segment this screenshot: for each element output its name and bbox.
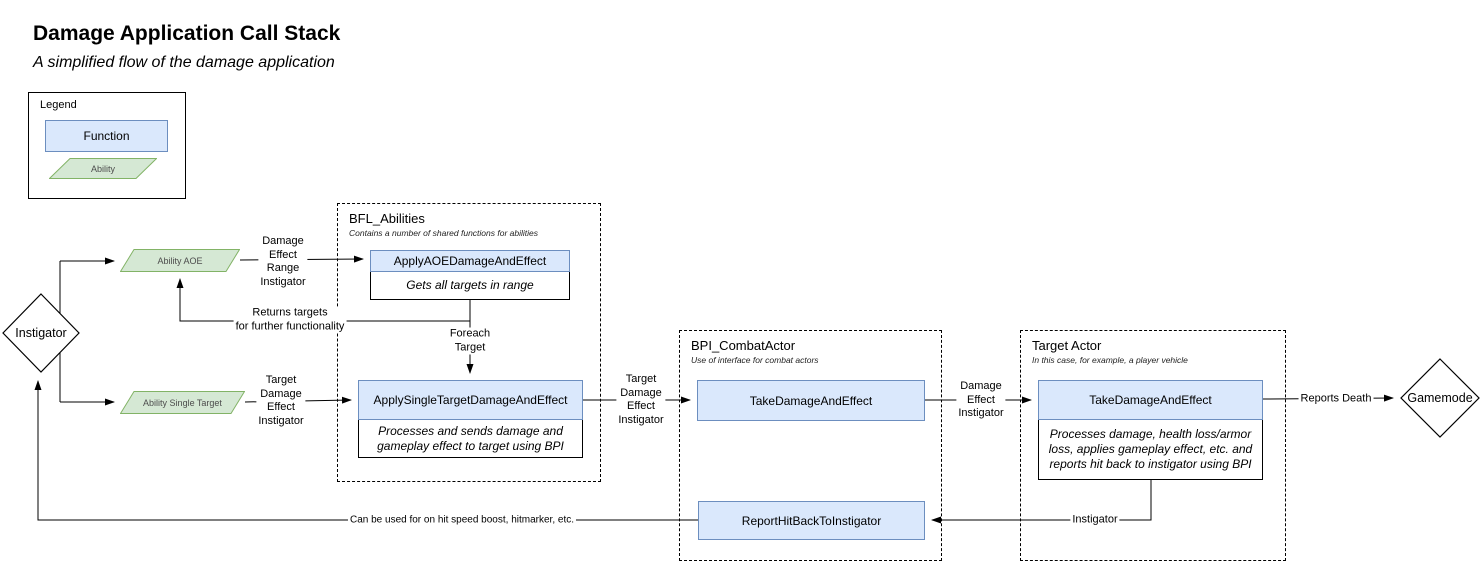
edge-label-single-params: Target Damage Effect Instigator	[256, 374, 306, 428]
edge-label-report-back-instigator: Instigator	[1070, 513, 1120, 527]
report-hit-back-title: ReportHitBackToInstigator	[698, 501, 925, 540]
container-bpi-subtitle: Use of interface for combat actors	[691, 355, 819, 365]
container-bpi-title: BPI_CombatActor	[691, 338, 796, 353]
node-report-hit-back: ReportHitBackToInstigator	[698, 501, 925, 540]
node-take-damage-bpi: TakeDamageAndEffect	[697, 380, 925, 421]
edge-label-returns-targets: Returns targets for further functionalit…	[233, 306, 347, 334]
node-apply-single-target: ApplySingleTargetDamageAndEffect Process…	[358, 380, 583, 458]
legend-function-label: Function	[83, 129, 130, 143]
container-bfl-subtitle: Contains a number of shared functions fo…	[349, 228, 538, 238]
edge-returns-targets	[176, 278, 470, 322]
edge-target-to-reporthit	[931, 480, 1152, 524]
take-damage-target-desc: Processes damage, health loss/armor loss…	[1038, 420, 1263, 480]
ability-aoe-label: Ability AOE	[157, 255, 203, 266]
apply-aoe-desc: Gets all targets in range	[370, 272, 570, 300]
diamond-shape	[2, 293, 80, 373]
legend-ability-label: Ability	[90, 163, 115, 174]
edge-label-bfl-to-bpi-params: Target Damage Effect Instigator	[616, 373, 666, 427]
diamond-shape	[1400, 358, 1480, 438]
node-ability-aoe: Ability AOE	[120, 249, 240, 272]
container-bfl-title: BFL_Abilities	[349, 211, 425, 226]
edge-label-bpi-to-target-params: Damage Effect Instigator	[956, 379, 1006, 421]
page-subtitle: A simplified flow of the damage applicat…	[33, 54, 335, 71]
take-damage-target-title: TakeDamageAndEffect	[1038, 380, 1263, 420]
ability-single-target-label: Ability Single Target	[143, 397, 222, 408]
node-apply-aoe: ApplyAOEDamageAndEffect Gets all targets…	[370, 250, 570, 300]
gamemode-label: Gamemode	[1407, 391, 1473, 405]
instigator-label: Instigator	[15, 326, 67, 340]
container-target-subtitle: In this case, for example, a player vehi…	[1032, 355, 1188, 365]
node-instigator: Instigator	[2, 293, 80, 373]
apply-aoe-title: ApplyAOEDamageAndEffect	[370, 250, 570, 272]
edge-label-foreach-target: Foreach Target	[447, 327, 493, 355]
node-take-damage-target: TakeDamageAndEffect Processes damage, he…	[1038, 380, 1263, 480]
node-gamemode: Gamemode	[1400, 358, 1480, 438]
edge-label-report-back-use: Can be used for on hit speed boost, hitm…	[347, 513, 577, 527]
legend-function-swatch: Function	[45, 120, 168, 152]
parallelogram-shape	[120, 391, 245, 414]
page-title: Damage Application Call Stack	[33, 22, 341, 45]
apply-single-desc: Processes and sends damage and gameplay …	[358, 420, 583, 458]
legend-ability-swatch: Ability	[49, 158, 157, 179]
parallelogram-shape	[49, 158, 157, 179]
edge-label-aoe-params: Damage Effect Range Instigator	[258, 235, 308, 289]
container-bfl-abilities: BFL_Abilities Contains a number of share…	[337, 203, 601, 482]
take-damage-bpi-title: TakeDamageAndEffect	[697, 380, 925, 421]
edge-label-reports-death: Reports Death	[1298, 392, 1374, 406]
container-target-title: Target Actor	[1032, 338, 1102, 353]
node-ability-single-target: Ability Single Target	[120, 391, 245, 414]
legend-title: Legend	[40, 99, 77, 111]
parallelogram-shape	[120, 249, 240, 272]
apply-single-title: ApplySingleTargetDamageAndEffect	[358, 380, 583, 420]
legend-box: Legend Function Ability	[28, 92, 186, 199]
